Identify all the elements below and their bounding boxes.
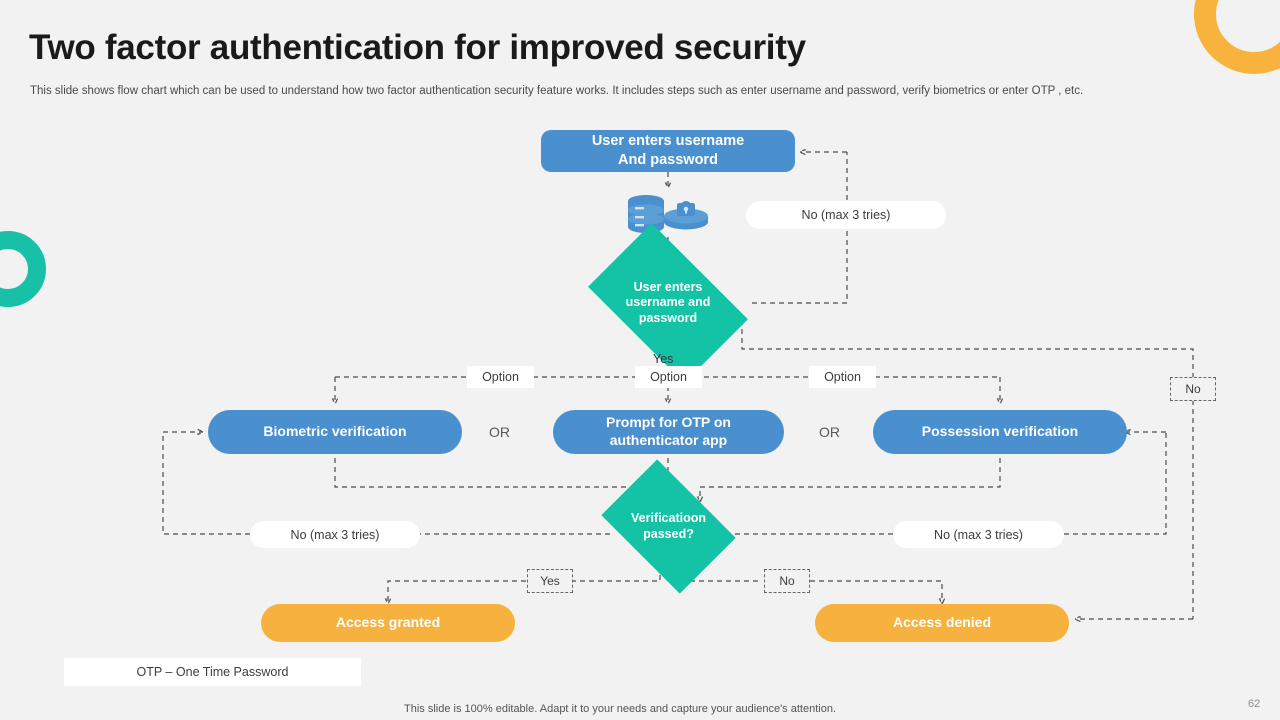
node-access-granted[interactable]: Access granted	[261, 604, 515, 642]
page-title: Two factor authentication for improved s…	[29, 28, 806, 67]
node-label: User enters username And password	[591, 133, 745, 168]
page-number: 62	[1248, 698, 1261, 710]
node-possession-verification[interactable]: Possession verification	[873, 410, 1127, 454]
label-retry-right: No (max 3 tries)	[893, 521, 1064, 548]
label-option-right: Option	[809, 366, 876, 388]
node-label: Prompt for OTP on authenticator app	[606, 414, 731, 448]
label-retry-top: No (max 3 tries)	[746, 201, 946, 229]
node-biometric-verification[interactable]: Biometric verification	[208, 410, 462, 454]
lock-icon	[664, 201, 708, 230]
label-option-center: Option	[635, 366, 702, 388]
page-subtitle: This slide shows flow chart which can be…	[30, 85, 1084, 97]
decorative-orange-arc	[1194, 0, 1280, 74]
label-decision1-yes: Yes	[653, 352, 674, 366]
node-prompt-for-otp[interactable]: Prompt for OTP on authenticator app	[553, 410, 784, 454]
decision-verification-passed[interactable]: Verificatioon passed?	[601, 459, 736, 594]
legend-otp: OTP – One Time Password	[64, 658, 361, 686]
label-retry-left: No (max 3 tries)	[250, 521, 420, 548]
node-label: Possession verification	[921, 423, 1079, 440]
decision-label: Verificatioon passed?	[630, 510, 707, 541]
node-label: Access denied	[892, 614, 992, 631]
node-access-denied[interactable]: Access denied	[815, 604, 1069, 642]
footer-note: This slide is 100% editable. Adapt it to…	[404, 703, 836, 715]
label-no-far-right: No	[1170, 377, 1216, 401]
node-label: Access granted	[335, 614, 441, 631]
label-result-no: No	[764, 569, 810, 593]
decision-label: User enters username and password	[625, 279, 711, 325]
label-or-right: OR	[819, 424, 840, 440]
label-or-left: OR	[489, 424, 510, 440]
node-label: Biometric verification	[263, 423, 407, 440]
label-option-left: Option	[467, 366, 534, 388]
decorative-teal-ring	[0, 231, 46, 307]
label-result-yes: Yes	[527, 569, 573, 593]
node-user-enters-credentials[interactable]: User enters username And password	[541, 130, 795, 172]
database-lock-icon-group	[620, 192, 716, 236]
